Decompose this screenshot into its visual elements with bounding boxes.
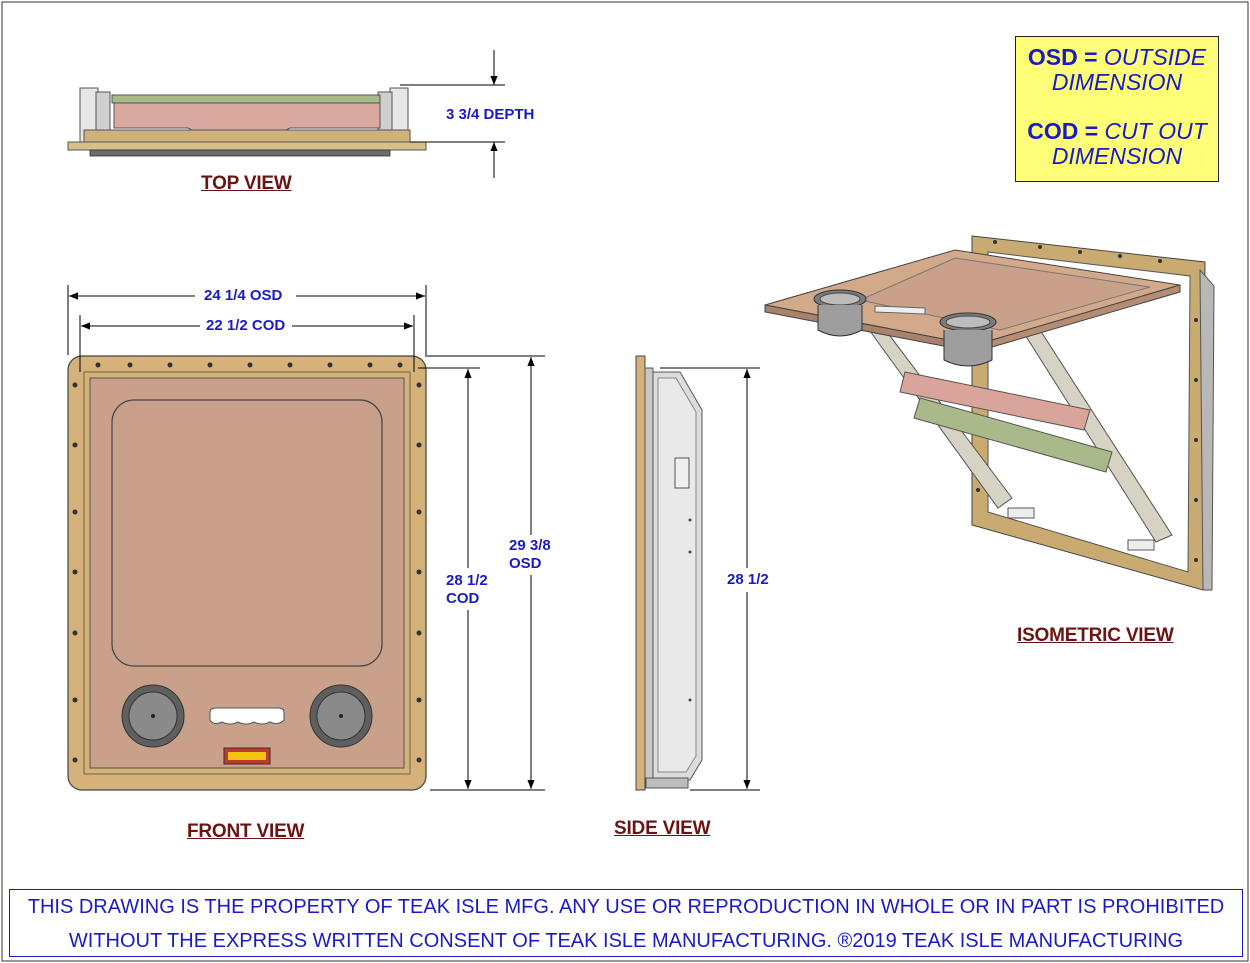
copyright-line-1: THIS DRAWING IS THE PROPERTY OF TEAK ISL… (27, 896, 1225, 918)
legend-cod: COD = CUT OUT DIMENSION (1016, 119, 1218, 169)
top-view-drawing (67, 50, 505, 178)
height-osd-unit: OSD (509, 555, 542, 572)
copyright-line-2: WITHOUT THE EXPRESS WRITTEN CONSENT OF T… (68, 930, 1184, 952)
legend-cod-abbr: COD = (1027, 118, 1099, 144)
height-cod-dimension: 28 1/2 COD (446, 572, 488, 608)
width-osd-dimension: 24 1/4 OSD (204, 287, 283, 304)
legend-osd-abbr: OSD = (1027, 44, 1098, 70)
isometric-view-label: ISOMETRIC VIEW (1017, 625, 1174, 646)
isometric-view-drawing (764, 235, 1215, 591)
abbreviation-legend: OSD = OUTSIDE DIMENSION COD = CUT OUT DI… (1015, 36, 1219, 182)
height-osd-value: 29 3/8 (509, 537, 551, 554)
height-cod-value: 28 1/2 (446, 572, 488, 589)
top-view-label: TOP VIEW (201, 173, 292, 194)
height-osd-dimension: 29 3/8 OSD (509, 537, 551, 573)
front-view-drawing (67, 285, 545, 791)
side-height-dimension: 28 1/2 (727, 571, 769, 588)
depth-dimension: 3 3/4 DEPTH (446, 106, 535, 123)
legend-osd: OSD = OUTSIDE DIMENSION (1016, 45, 1218, 95)
legend-osd-text: OUTSIDE DIMENSION (1051, 44, 1207, 95)
legend-cod-text: CUT OUT DIMENSION (1051, 118, 1207, 169)
copyright-notice: THIS DRAWING IS THE PROPERTY OF TEAK ISL… (9, 889, 1243, 957)
width-cod-dimension: 22 1/2 COD (206, 317, 286, 334)
side-view-drawing (635, 355, 760, 791)
front-view-label: FRONT VIEW (187, 821, 305, 842)
side-view-label: SIDE VIEW (614, 818, 711, 839)
height-cod-unit: COD (446, 590, 480, 607)
